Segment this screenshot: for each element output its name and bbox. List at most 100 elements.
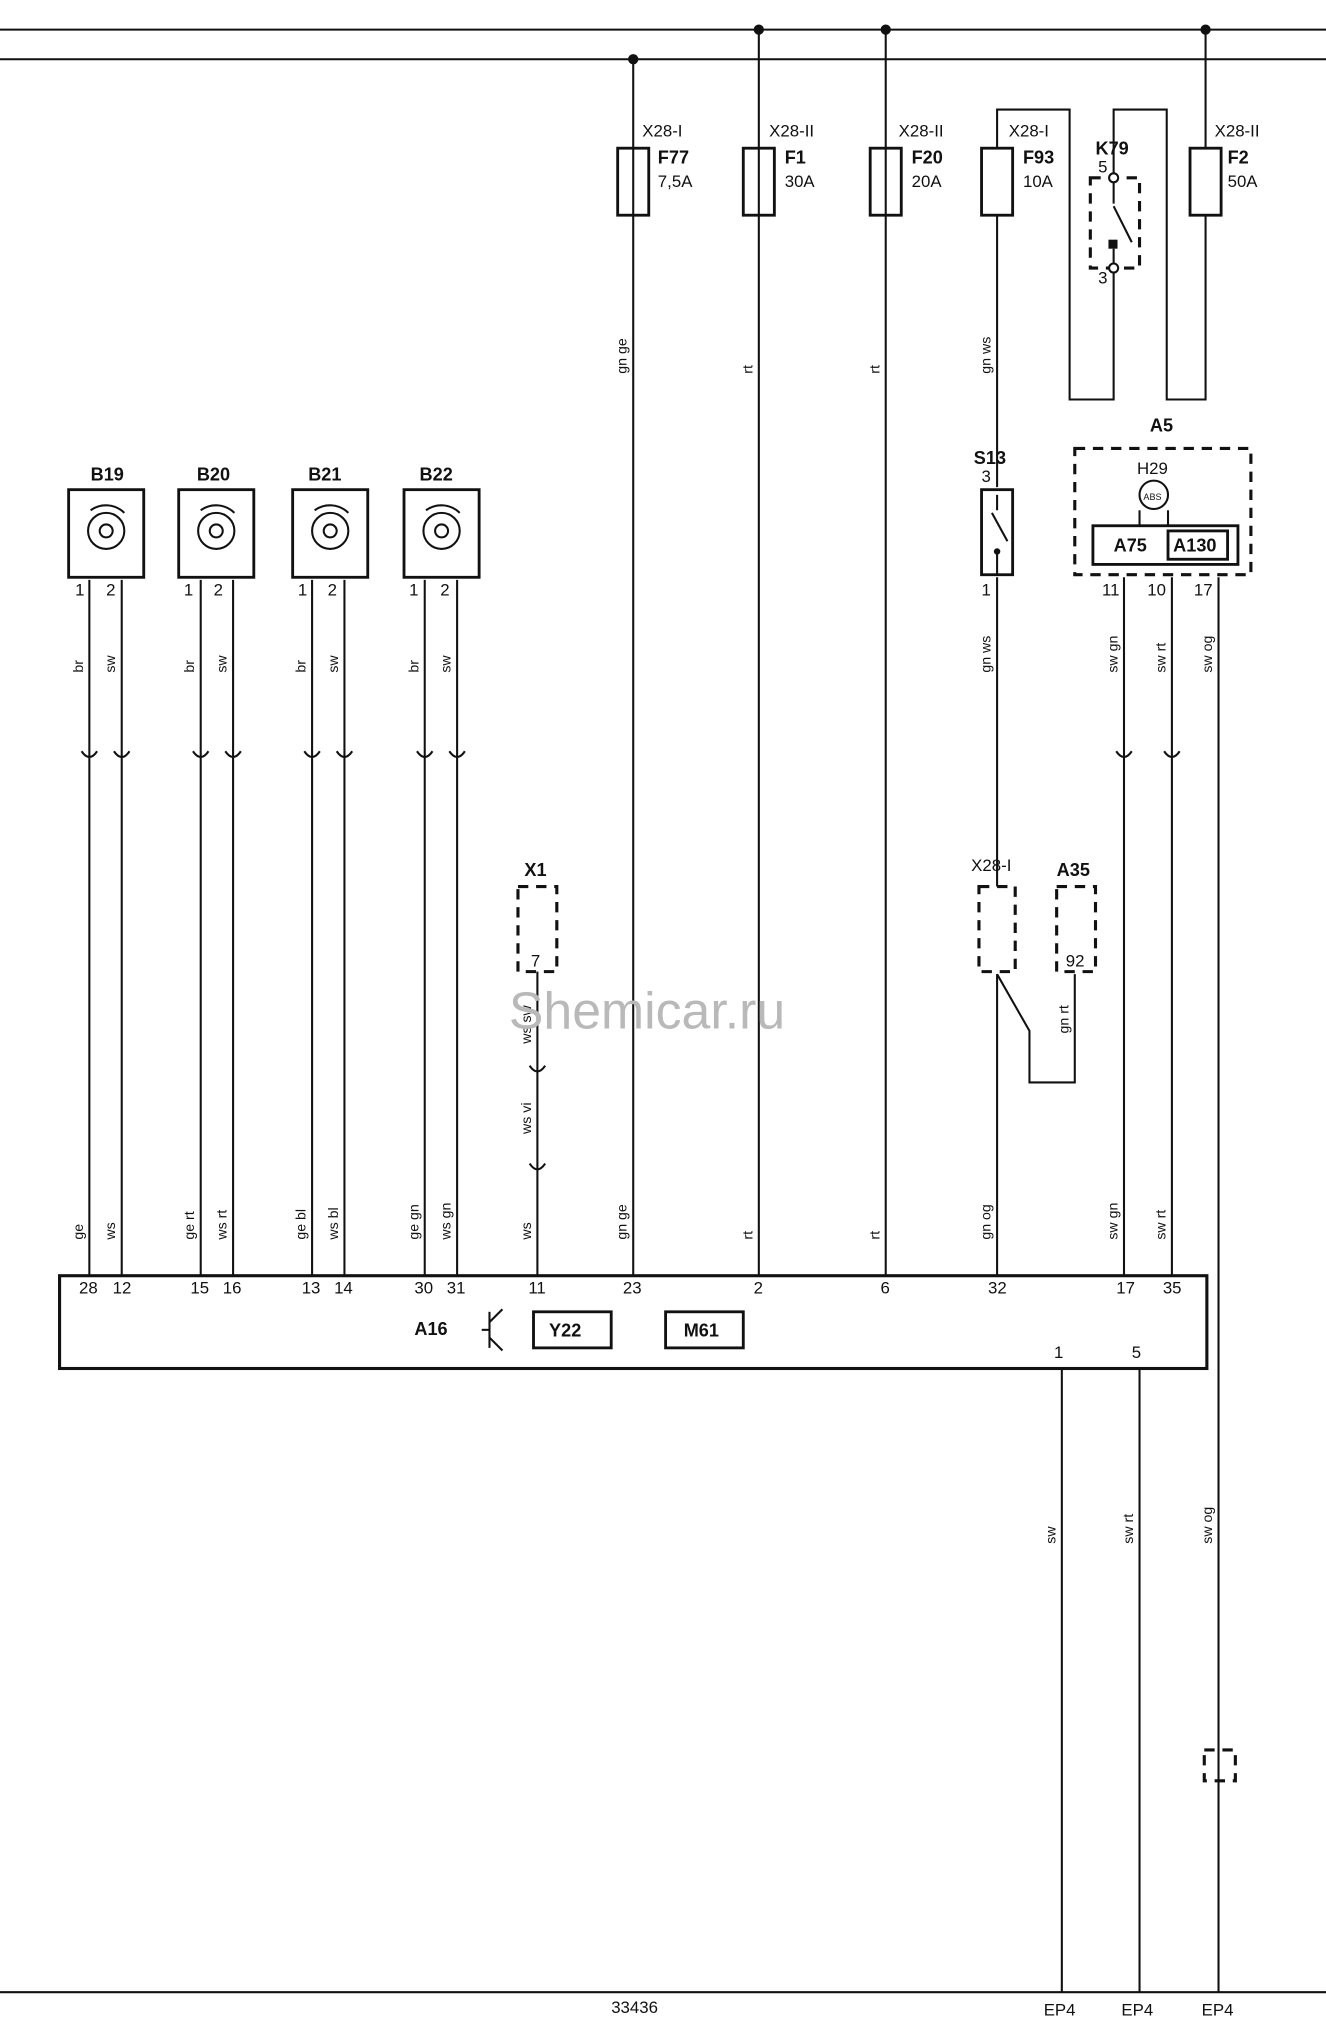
ecu-pin-label: 2	[754, 1279, 763, 1298]
wire-color-label: sw	[103, 655, 119, 673]
ecu-pin-label: 14	[334, 1279, 353, 1298]
wire-color-label: sw og	[1200, 1507, 1216, 1544]
module-id-label: A5	[1150, 416, 1173, 436]
fuse-connector-label: X28-II	[899, 122, 944, 141]
switch-pin-label: 3	[982, 467, 991, 486]
switch-id-label: S13	[974, 448, 1006, 468]
module-a5: A5 H29 ABS A75 A130 11 10 17	[1073, 416, 1253, 599]
wire-color-label: rt	[740, 1231, 756, 1240]
wire-color-label: sw og	[1200, 636, 1216, 673]
fuse-rating-label: 10A	[1023, 172, 1054, 191]
sensor-b22: B22 1 2	[402, 465, 481, 599]
wire-color-label: gn ws	[979, 337, 995, 374]
wire-color-label: ge bl	[294, 1209, 310, 1240]
wire-color-label: ws	[103, 1222, 119, 1240]
fuse-id-label: F2	[1228, 148, 1249, 168]
submodule-label: A75	[1114, 536, 1147, 556]
fuse-rating-label: 7,5A	[658, 172, 693, 191]
ecu-id-label: A16	[414, 1319, 447, 1339]
wire-color-label: br	[182, 660, 198, 673]
lamp-symbol-label: ABS	[1143, 492, 1161, 502]
sensor-pin-label: 2	[106, 580, 115, 599]
ground-label: EP4	[1044, 2000, 1076, 2019]
ecu-pin-label: 11	[528, 1279, 545, 1298]
fuse-f20: X28-II F20 20A	[868, 29, 944, 1276]
module-pin-label: 17	[1194, 580, 1213, 599]
fuse-connector-label: X28-II	[769, 122, 814, 141]
sensor-pin-label: 1	[409, 580, 418, 599]
connector-pin-label: 92	[1066, 951, 1085, 970]
a5-wires	[1115, 577, 1220, 1993]
relay-id-label: K79	[1096, 139, 1129, 159]
wire-color-label: sw	[215, 655, 231, 673]
lamp-id-label: H29	[1137, 459, 1168, 478]
sensor-pin-label: 2	[328, 580, 337, 599]
sensor-pin-label: 1	[75, 580, 84, 599]
ecu-pin-label: 23	[623, 1279, 642, 1298]
wire-color-label: gn ge	[615, 338, 631, 374]
wire-color-label: sw gn	[1105, 1203, 1121, 1240]
relay-pin-label: 3	[1098, 269, 1107, 288]
sensor-id-label: B22	[420, 465, 453, 485]
wire-color-label: br	[406, 660, 422, 673]
wire-color-label: ws gn	[439, 1203, 455, 1241]
watermark: Shemicar.ru	[509, 981, 785, 1039]
wire-color-label: ge rt	[182, 1211, 198, 1239]
wire-color-label: ws bl	[326, 1207, 342, 1240]
wire-color-label: sw	[1043, 1526, 1059, 1544]
transistor-icon	[481, 1308, 504, 1352]
fuse-id-label: F1	[785, 148, 806, 168]
wire-color-label: ge	[71, 1224, 87, 1240]
wire-color-label: ge gn	[406, 1204, 422, 1239]
ecu-pin-label: 12	[113, 1279, 132, 1298]
sensor-pin-label: 1	[298, 580, 307, 599]
connector-pin-label: 7	[531, 951, 540, 970]
wire-color-label: ws sw	[519, 1004, 535, 1044]
wire-color-label: sw	[326, 655, 342, 673]
sensor-b21: B21 1 2	[291, 465, 370, 599]
fuse-f93: X28-I F93 10A	[980, 108, 1115, 488]
connector-id-label: X1	[524, 860, 546, 880]
connector-a35: A35 92	[1055, 860, 1098, 974]
ecu-pin-label: 1	[1054, 1343, 1063, 1362]
wire-color-label: ws	[519, 1222, 535, 1240]
ecu-pin-label: 5	[1132, 1343, 1141, 1362]
wire-color-label: sw rt	[1153, 643, 1169, 673]
ecu-pin-label: 16	[223, 1279, 242, 1298]
relay-pin-label: 5	[1098, 158, 1107, 177]
wire-color-label: ws rt	[215, 1210, 231, 1241]
ecu-pin-label: 17	[1116, 1279, 1135, 1298]
wire-color-label: rt	[867, 365, 883, 374]
sensor-pin-label: 2	[214, 580, 223, 599]
wire-color-label: br	[71, 660, 87, 673]
wire-color-label: sw rt	[1121, 1514, 1137, 1544]
sensor-pin-label: 1	[184, 580, 193, 599]
sensor-pin-label: 2	[440, 580, 449, 599]
sensor-b20: B20 1 2	[177, 465, 256, 599]
fuse-id-label: F93	[1023, 148, 1054, 168]
sensor-wires	[80, 579, 466, 1276]
ecu-pin-label: 13	[302, 1279, 321, 1298]
fuse-rating-label: 30A	[785, 172, 816, 191]
wire-color-label: rt	[740, 365, 756, 374]
ecu-pin-label: 35	[1163, 1279, 1182, 1298]
fuse-connector-label: X28-I	[1009, 122, 1049, 141]
ecu-pin-label: 6	[881, 1279, 890, 1298]
wire-color-label: gn ws	[979, 636, 995, 673]
wire-color-label: sw	[439, 655, 455, 673]
drawing-number: 33436	[611, 1998, 658, 2017]
wire-color-label: br	[294, 660, 310, 673]
fuse-id-label: F20	[912, 148, 943, 168]
ecu-pin-label: 32	[988, 1279, 1007, 1298]
ecu-pin-label: 28	[79, 1279, 98, 1298]
wire-color-label: rt	[867, 1231, 883, 1240]
sensor-id-label: B21	[308, 465, 341, 485]
wire-color-label: sw gn	[1105, 636, 1121, 673]
module-pin-label: 11	[1102, 580, 1119, 599]
fuse-connector-label: X28-I	[642, 122, 682, 141]
module-pin-label: 10	[1147, 580, 1166, 599]
fuse-rating-label: 50A	[1228, 172, 1259, 191]
ground-label: EP4	[1202, 2000, 1234, 2019]
wire-color-label: gn ge	[615, 1204, 631, 1240]
